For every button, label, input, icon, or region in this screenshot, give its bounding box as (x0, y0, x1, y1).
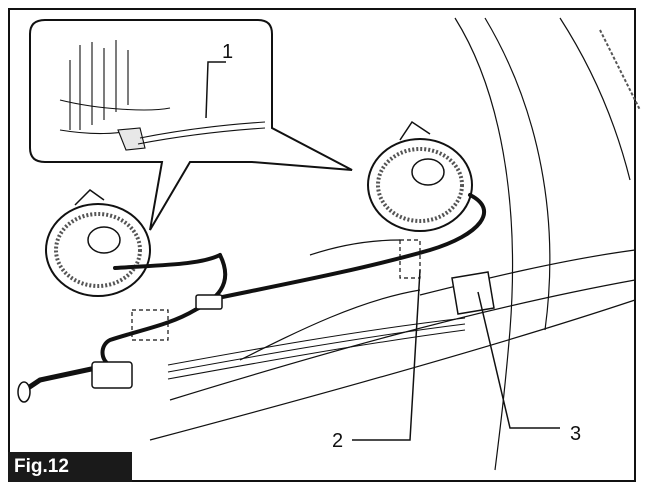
callout-3-number: 3 (570, 423, 581, 445)
left-speaker (45, 189, 151, 297)
callout-2-number: 2 (332, 430, 343, 452)
callout-1-number: 1 (222, 41, 233, 63)
door-edge-hatch (599, 29, 641, 111)
right-speaker (367, 120, 473, 232)
wire-bundle (167, 317, 466, 380)
leader-lines (205, 61, 560, 441)
adhesive-pad (451, 271, 495, 315)
callout-balloon (29, 19, 353, 231)
vehicle-body-lines (149, 17, 636, 471)
detail-inset (59, 40, 266, 151)
figure-label: Fig.12 (8, 452, 132, 482)
cable-parts (17, 239, 421, 403)
